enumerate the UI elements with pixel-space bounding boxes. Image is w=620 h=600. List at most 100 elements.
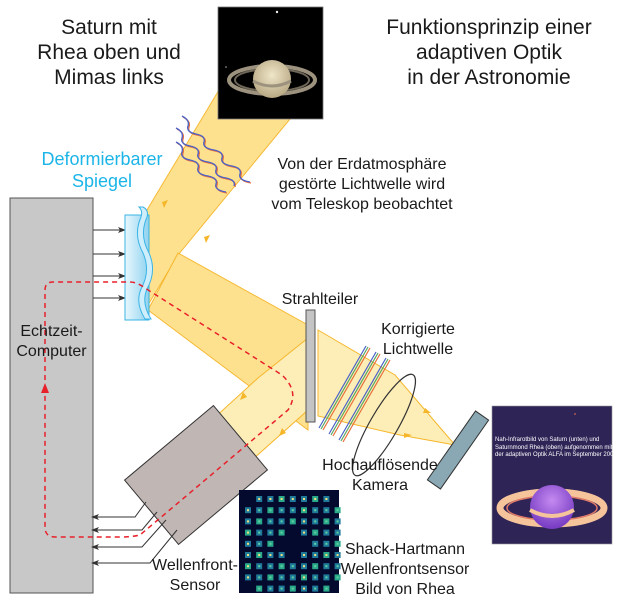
wavefront-spot-center	[336, 576, 339, 579]
wavefront-spot-center	[325, 509, 328, 512]
label-line: Computer	[16, 343, 87, 360]
wavefront-spot-center	[258, 498, 261, 500]
wavefront-spot-center	[269, 520, 272, 523]
wavefront-spot-center	[269, 576, 272, 579]
wavefront-spot-center	[291, 587, 294, 590]
title-line: Mimas links	[54, 66, 164, 89]
wavefront-spot-center	[247, 509, 249, 512]
wavefront-spot-center	[280, 587, 283, 590]
wavefront-spot-center	[247, 565, 249, 568]
wavefront-spot-center	[258, 509, 261, 512]
sensor-signal-lines	[91, 501, 178, 566]
lens	[351, 373, 417, 477]
label-beam-splitter: Strahlteiler	[281, 291, 359, 308]
infrared-image-caption: Nah-Infrarotbild von Saturn (unten) und …	[495, 437, 617, 460]
beam-splitter	[305, 309, 316, 423]
wavefront-spot-center	[291, 520, 294, 523]
wavefront-spot-center	[314, 498, 317, 500]
realtime-computer	[9, 197, 94, 594]
wavefront-spot-center	[325, 542, 328, 545]
wavefront-spot-center	[303, 576, 305, 579]
label-line: gestörte Lichtwelle wird	[278, 176, 446, 193]
wavefront-spot-center	[291, 498, 294, 500]
wavefront-spot-center	[247, 542, 249, 545]
wavefront-spot-center	[258, 576, 261, 579]
wavefront-spot-center	[269, 554, 272, 556]
page-title: Funktionsprinzip einer adaptiven Optik i…	[358, 15, 620, 90]
label-corrected-wave: Korrigierte Lichtwelle	[368, 320, 468, 360]
wavefront-spot-center	[303, 520, 305, 523]
caption-line: Saturnmond Rhea (oben) aufgenommen mit	[495, 444, 613, 451]
saturn-visible-image	[217, 6, 324, 120]
wavefront-spot-center	[303, 531, 305, 534]
wavefront-spot-center	[303, 498, 305, 500]
wavefront-spot-center	[291, 509, 294, 512]
label-line: Spiegel	[71, 171, 133, 191]
wavefront-spot-center	[258, 587, 261, 590]
wavefront-spot-center	[280, 531, 283, 534]
wavefront-spot-center	[314, 587, 317, 590]
infrared-result-image	[491, 405, 613, 545]
wavefront-spot-center	[269, 587, 272, 590]
corrected-wavefronts	[318, 345, 391, 443]
wavefront-spot-center	[314, 565, 317, 568]
label-line: Deformierbarer	[41, 149, 163, 169]
wavefront-spot-center	[314, 576, 317, 579]
wavefront-spot-center	[303, 565, 305, 568]
wavefront-spot-center	[336, 520, 339, 523]
wavefront-spot-center	[280, 576, 283, 579]
label-wavefront-sensor: Wellenfront- Sensor	[145, 556, 245, 596]
label-line: Shack-Hartmann	[344, 541, 466, 558]
wavefront-sensor	[123, 404, 269, 546]
camera-beam-arrow	[404, 433, 412, 438]
wavefront-spot-center	[269, 531, 272, 534]
wavefront-spot-center	[247, 520, 249, 523]
wavefront-spot-center	[280, 520, 283, 523]
wavefront-spot-center	[336, 554, 339, 556]
wavefront-spot-center	[336, 509, 339, 512]
shack-hartmann-image	[239, 490, 341, 593]
wavefront-spot-center	[269, 509, 272, 512]
wavefront-spot-center	[314, 520, 317, 523]
wavefront-spot-center	[269, 542, 272, 545]
feedback-loop-path	[44, 281, 294, 538]
wavefront-spot-center	[303, 509, 305, 512]
wavefront-spot-center	[280, 498, 283, 500]
wavefront-spot-center	[325, 576, 328, 579]
label-disturbed-wave: Von der Erdatmosphäre gestörte Lichtwell…	[262, 155, 462, 215]
label-realtime-computer: Echtzeit- Computer	[10, 322, 93, 362]
wavefront-spot-center	[314, 542, 317, 545]
sensor-beam-arrow	[279, 428, 286, 436]
wavefront-spot-center	[291, 576, 294, 579]
wavefront-spot-center	[336, 531, 339, 534]
label-line: Kamera	[351, 477, 409, 494]
control-signal-lines	[93, 227, 126, 301]
wavefront-spot-center	[325, 520, 328, 523]
label-camera: Hochauflösende Kamera	[315, 456, 445, 496]
wavefront-spot-center	[258, 565, 261, 568]
camera-beam-arrow	[423, 408, 431, 413]
wavefront-spot-center	[291, 565, 294, 568]
wavefront-spot-center	[247, 554, 249, 556]
wavefront-spot-center	[303, 587, 305, 590]
wavefront-spot-center	[280, 565, 283, 568]
wavefront-spot-center	[247, 576, 249, 579]
wavefront-spot-center	[280, 554, 283, 556]
wavefront-spot-center	[314, 509, 317, 512]
wavefront-spot-center	[269, 498, 272, 500]
wavefront-spot-center	[336, 542, 339, 545]
wavefront-spot-center	[269, 565, 272, 568]
caption-line: Nah-Infrarotbild von Saturn (unten) und	[495, 437, 600, 443]
label-line: Echtzeit-	[20, 323, 83, 340]
label-line: Sensor	[169, 577, 221, 594]
high-resolution-camera	[426, 410, 490, 490]
caption-line: der adaptiven Optik ALFA im September 20…	[495, 452, 617, 458]
deformable-mirror-surface	[137, 206, 153, 320]
feedback-arrow-icon	[41, 383, 49, 393]
wavefront-spot-center	[325, 498, 328, 500]
wavefront-spot-center	[280, 509, 283, 512]
wavefront-spot-center	[336, 565, 339, 568]
label-line: Von der Erdatmosphäre	[277, 156, 447, 173]
title-line: in der Astronomie	[407, 66, 571, 89]
